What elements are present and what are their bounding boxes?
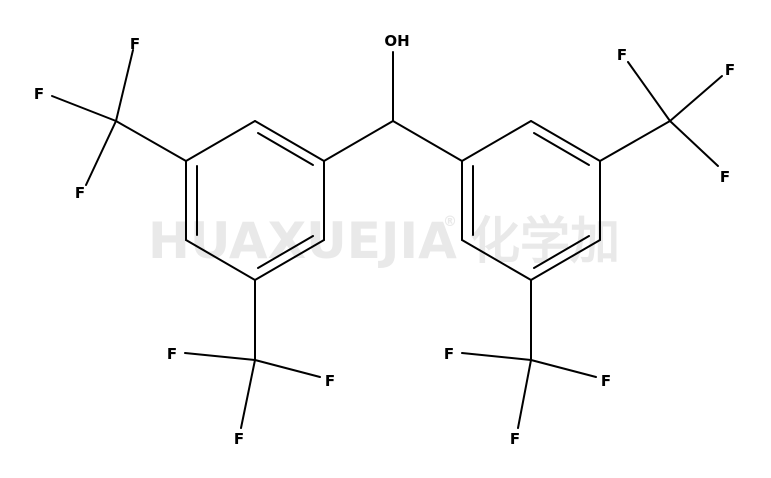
double-bond-inner	[533, 132, 590, 166]
cf3-group-bottom-right: F F F	[444, 279, 611, 448]
bond	[115, 49, 134, 122]
watermark: HUAXUEJIA ® 化学加	[148, 212, 620, 270]
bond	[254, 359, 321, 378]
bond	[240, 359, 256, 429]
fluorine-label: F	[601, 372, 611, 390]
fluorine-label: F	[75, 184, 85, 202]
bond	[392, 120, 463, 162]
left-benzene-ring	[185, 120, 325, 281]
bond	[254, 120, 325, 162]
bond	[115, 120, 187, 162]
bond	[530, 120, 601, 162]
bond	[51, 95, 117, 122]
carbinol-center: OH	[323, 32, 463, 162]
double-bond-inner	[257, 235, 314, 269]
bond	[530, 239, 601, 281]
watermark-cjk: 化学加	[470, 212, 620, 270]
bond	[530, 359, 597, 378]
hydroxyl-label: OH	[384, 32, 409, 50]
bond	[517, 359, 532, 429]
fluorine-label: F	[130, 35, 140, 53]
bond	[254, 239, 325, 281]
fluorine-label: F	[617, 46, 627, 64]
right-benzene-ring	[461, 120, 601, 281]
fluorine-label: F	[234, 430, 244, 448]
bond	[461, 352, 532, 361]
fluorine-label: F	[34, 85, 44, 103]
cf3-group-top-right: F F F	[599, 46, 735, 186]
watermark-registered-mark: ®	[443, 214, 457, 230]
bond	[184, 352, 256, 361]
bond	[669, 75, 723, 122]
fluorine-label: F	[167, 345, 177, 363]
bond	[185, 120, 256, 162]
fluorine-label: F	[444, 345, 454, 363]
bond	[323, 120, 394, 162]
cf3-group-top-left: F F F	[34, 35, 187, 202]
bond	[185, 239, 256, 281]
fluorine-label: F	[725, 61, 735, 79]
fluorine-label: F	[325, 372, 335, 390]
double-bond-inner	[257, 132, 314, 166]
fluorine-label: F	[720, 168, 730, 186]
fluorine-label: F	[510, 430, 520, 448]
cf3-group-bottom-left: F F F	[167, 279, 335, 448]
double-bond-inner	[533, 235, 590, 269]
bond	[461, 239, 532, 281]
bond	[627, 61, 671, 122]
bond	[669, 120, 719, 167]
bond	[599, 120, 671, 162]
bond	[85, 120, 117, 186]
bond	[461, 120, 532, 162]
